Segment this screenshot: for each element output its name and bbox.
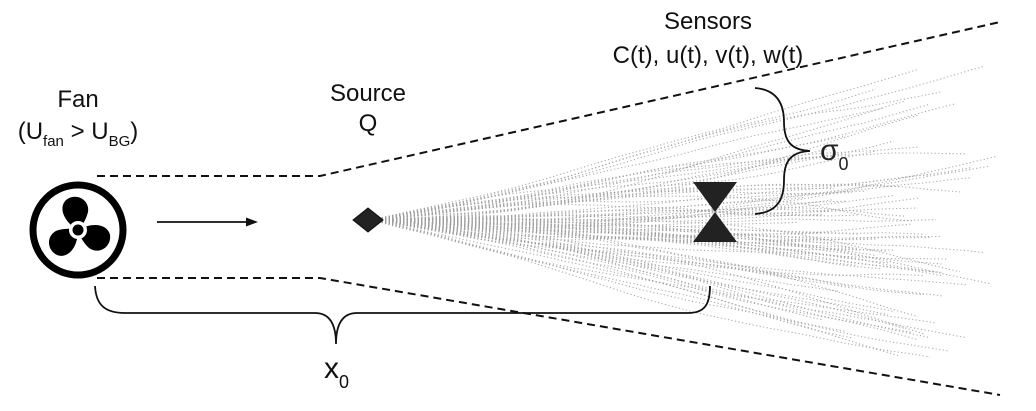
plume-trace <box>378 218 937 227</box>
flow-arrow-icon <box>157 217 258 227</box>
plume-trace <box>377 166 973 222</box>
fan-condition-mid: > U <box>63 118 109 145</box>
plume-particle-traces <box>377 65 997 358</box>
fan-condition-label: (Ufan > UBG) <box>2 118 154 150</box>
source-symbol: Q <box>358 110 378 137</box>
plume-trace <box>377 220 931 358</box>
plume-trace <box>377 91 943 220</box>
plume-trace <box>377 220 925 296</box>
plume-trace <box>377 206 907 222</box>
plume-trace <box>377 220 925 277</box>
plume-trace <box>377 183 901 220</box>
plume-trace <box>377 65 985 220</box>
fan-icon <box>29 181 127 279</box>
plume-trace <box>377 196 805 222</box>
sigma-subscript: 0 <box>838 154 849 174</box>
sigma-symbol: σ <box>820 134 839 167</box>
plume-trace <box>377 194 895 223</box>
distance-label: x0 <box>324 352 349 392</box>
plume-trace <box>377 155 997 230</box>
sensors-label: Sensors C(t), u(t), v(t), w(t) <box>578 8 838 70</box>
plume-trace <box>377 219 889 264</box>
sigma-brace <box>754 87 811 215</box>
plume-trace <box>377 146 919 220</box>
envelope-bottom-dashed-line <box>97 277 1001 396</box>
plume-trace <box>377 200 847 232</box>
sensor-hourglass-icon <box>693 182 737 242</box>
plume-trace <box>377 103 955 220</box>
plume-trace <box>377 219 943 277</box>
plume-trace <box>377 219 985 254</box>
plume-trace <box>377 220 823 241</box>
plume-trace <box>377 114 919 221</box>
plume-trace <box>377 219 925 235</box>
plume-trace <box>377 219 943 273</box>
fan-condition-open: (U <box>17 118 44 145</box>
plume-trace <box>378 219 799 228</box>
fan-title: Fan <box>57 86 99 113</box>
distance-subscript: 0 <box>339 372 350 392</box>
source-diamond-marker <box>352 207 384 233</box>
plume-trace <box>377 218 919 318</box>
plume-trace <box>377 187 835 220</box>
source-title: Source <box>329 80 407 107</box>
sensors-measurements: C(t), u(t), v(t), w(t) <box>612 42 804 69</box>
sigma-label: σ0 <box>820 134 849 174</box>
plume-trace <box>377 220 901 357</box>
plume-trace <box>377 152 967 220</box>
plume-trace <box>377 209 859 222</box>
envelope-top-dashed-line <box>97 21 1001 177</box>
plume-trace <box>377 177 973 230</box>
fan-label: Fan <box>38 86 118 114</box>
fan-condition-subscript-bg: BG <box>108 133 131 150</box>
fan-condition-subscript-fan: fan <box>43 133 64 150</box>
fan-condition-close: ) <box>130 118 139 145</box>
plume-trace <box>377 220 931 339</box>
plume-trace <box>377 220 967 286</box>
plume-trace <box>377 165 991 221</box>
plume-trace <box>377 219 841 293</box>
plume-trace <box>377 219 859 235</box>
plume-trace <box>377 220 967 339</box>
plume-trace <box>377 220 823 321</box>
plume-trace <box>377 220 942 244</box>
plume-trace <box>377 219 859 267</box>
plume-trace <box>377 220 889 316</box>
plume-trace <box>377 197 919 221</box>
distance-brace <box>94 285 711 345</box>
distance-symbol: x <box>324 352 339 385</box>
plume-trace <box>377 203 823 221</box>
plume-trace <box>377 140 895 220</box>
plume-trace <box>377 220 949 352</box>
source-label: Source Q <box>318 80 418 138</box>
plume-trace <box>377 148 829 220</box>
plume-trace <box>377 220 853 289</box>
sensors-title: Sensors <box>663 8 753 35</box>
plume-trace <box>377 174 931 221</box>
plume-trace <box>377 100 907 221</box>
